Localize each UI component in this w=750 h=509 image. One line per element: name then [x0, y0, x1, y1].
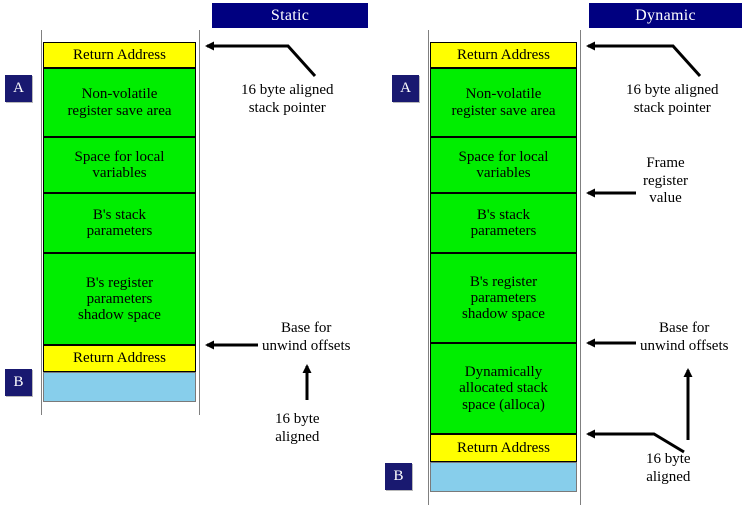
dynamic-aligned-arrow [586, 429, 685, 454]
static-cell-0-label: Return Address [73, 46, 166, 63]
static-stack-pointer-arrow [205, 41, 317, 78]
dynamic-right-guide-line [580, 30, 581, 505]
static-stack-pointer-line-0: 16 byte aligned [241, 82, 334, 98]
static-left-guide-line [41, 30, 42, 415]
dynamic-cell-b-stack-parameters: B's stack parameters [430, 193, 577, 253]
dynamic-cell-return-address-a: Return Address [430, 42, 577, 68]
badge-a-label: A [13, 80, 24, 96]
static-annotation-stack-pointer: 16 byte aligned stack pointer [241, 82, 333, 117]
dynamic-cell-3-line-1: parameters [470, 223, 537, 239]
static-cell-3-line-1: parameters [86, 223, 153, 239]
dynamic-cell-5-line-2: space (alloca) [462, 396, 545, 413]
static-cell-space-for-local-variables: Space for local variables [43, 137, 196, 193]
dynamic-stack-pointer-arrow [586, 41, 702, 78]
dynamic-cell-space-for-local-variables: Space for local variables [430, 137, 577, 193]
static-cell-5-label: Return Address [73, 350, 166, 367]
badge-b-label-dynamic: B [393, 468, 404, 484]
dynamic-title-label: Dynamic [635, 6, 696, 24]
static-aligned-line-1: aligned [275, 428, 320, 445]
static-unwind-line-0: Base for [281, 320, 332, 336]
static-annotation-16-byte-aligned: 16 byte aligned [275, 411, 320, 446]
dynamic-frame-register-line-2: value [649, 190, 682, 207]
dynamic-aligned-line-0: 16 byte [646, 451, 691, 467]
dynamic-left-guide-line [428, 30, 429, 505]
dynamic-cell-2-line-1: variables [476, 165, 531, 181]
dynamic-cell-b-register-parameters-shadow-space: B's register parameters shadow space [430, 253, 577, 343]
dynamic-cell-1-line-1: register save area [451, 102, 556, 119]
static-cell-4-line-1: parameters [86, 290, 153, 307]
static-title-label: Static [270, 6, 310, 24]
dynamic-cell-dynamically-allocated-stack-space: Dynamically allocated stack space (alloc… [430, 343, 577, 434]
static-cell-2-line-1: variables [92, 165, 147, 181]
static-cell-b-register-parameters-shadow-space: B's register parameters shadow space [43, 253, 196, 345]
static-cell-4-line-0: B's register [85, 274, 154, 291]
dynamic-annotation-frame-register-value: Frame register value [643, 155, 688, 208]
static-stack-pointer-line-1: stack pointer [248, 99, 326, 116]
dynamic-cell-6-label: Return Address [457, 439, 550, 456]
static-cell-nonvolatile-register-save-area: Non-volatile register save area [43, 68, 196, 137]
static-cell-1-line-1: register save area [67, 102, 172, 119]
dynamic-cell-4-line-0: B's register [469, 273, 538, 290]
dynamic-cell-caller-area-b [430, 462, 577, 492]
dynamic-stack-pointer-line-0: 16 byte aligned [626, 82, 719, 98]
dynamic-cell-return-address-b: Return Address [430, 434, 577, 462]
dynamic-cell-0-label: Return Address [457, 46, 550, 63]
badge-b-label: B [13, 374, 24, 390]
dynamic-cell-4-line-2: shadow space [462, 306, 545, 323]
dynamic-unwind-line-1: unwind offsets [640, 337, 729, 354]
dynamic-stack-pointer-line-1: stack pointer [633, 99, 711, 116]
dynamic-cell-5-line-0: Dynamically [464, 364, 543, 381]
static-cell-1-line-0: Non-volatile [81, 86, 158, 103]
dynamic-unwind-line-0: Base for [659, 320, 710, 336]
badge-frame-a-dynamic: A [392, 75, 419, 102]
badge-frame-b-static: B [5, 369, 32, 396]
badge-frame-b-dynamic: B [385, 463, 412, 490]
static-cell-3-line-0: B's stack [92, 206, 147, 223]
static-cell-2-line-0: Space for local [74, 148, 165, 165]
dynamic-cell-1-line-0: Non-volatile [465, 86, 542, 103]
static-title-banner: Static [212, 3, 368, 28]
dynamic-title-banner: Dynamic [589, 3, 742, 28]
dynamic-cell-4-line-1: parameters [470, 289, 537, 306]
dynamic-annotation-unwind-base: Base for unwind offsets [640, 320, 728, 355]
static-cell-return-address-a: Return Address [43, 42, 196, 68]
static-unwind-line-1: unwind offsets [262, 337, 351, 354]
dynamic-annotation-16-byte-aligned: 16 byte aligned [646, 451, 691, 486]
dynamic-frame-register-line-1: register [643, 172, 688, 189]
static-cell-4-line-2: shadow space [78, 307, 161, 324]
dynamic-frame-register-line-0: Frame [646, 155, 685, 171]
static-cell-caller-area-b [43, 372, 196, 402]
dynamic-cell-5-line-1: allocated stack [459, 380, 548, 397]
static-right-guide-line [199, 30, 200, 415]
static-cell-b-stack-parameters: B's stack parameters [43, 193, 196, 253]
static-annotation-unwind-base: Base for unwind offsets [262, 320, 350, 355]
dynamic-cell-2-line-0: Space for local [458, 148, 549, 165]
dynamic-annotation-stack-pointer: 16 byte aligned stack pointer [626, 82, 718, 117]
badge-a-label-dynamic: A [400, 80, 411, 96]
dynamic-cell-3-line-0: B's stack [476, 206, 531, 223]
badge-frame-a-static: A [5, 75, 32, 102]
static-aligned-line-0: 16 byte [275, 411, 320, 427]
static-cell-return-address-b: Return Address [43, 345, 196, 372]
dynamic-cell-nonvolatile-register-save-area: Non-volatile register save area [430, 68, 577, 137]
dynamic-aligned-line-1: aligned [646, 468, 691, 485]
